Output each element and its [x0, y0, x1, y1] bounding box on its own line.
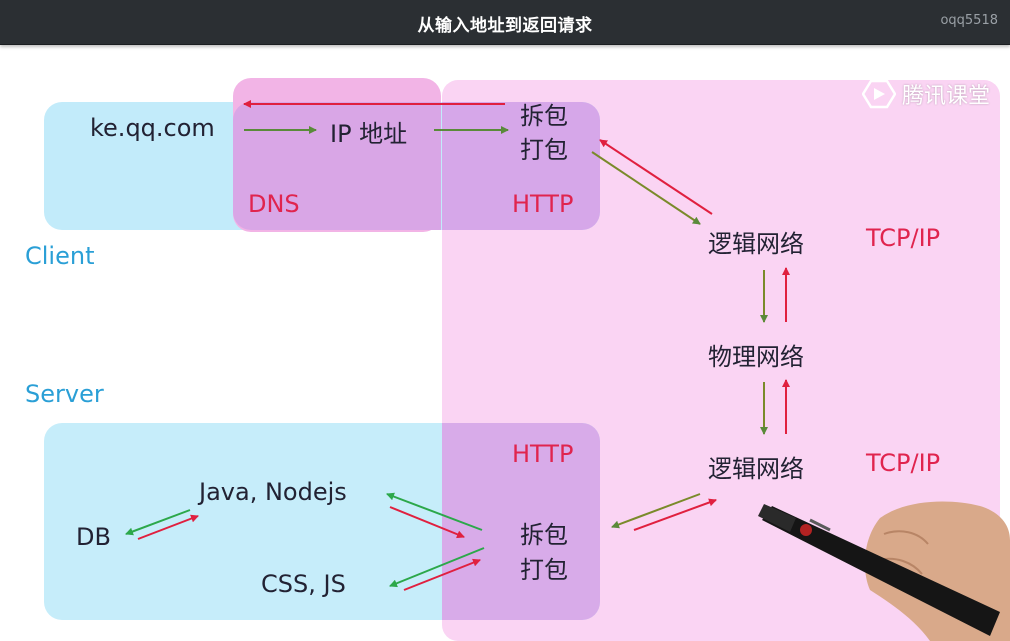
static-assets-node: CSS, JS: [261, 570, 346, 598]
logical-network-top: 逻辑网络: [708, 230, 804, 258]
tcpip-top-label: TCP/IP: [866, 224, 941, 252]
server-section-label: Server: [25, 380, 104, 408]
url-node: ke.qq.com: [90, 114, 215, 142]
arrow-server-to-logical: [633, 498, 717, 531]
physical-network: 物理网络: [708, 343, 804, 371]
title-bar: 从输入地址到返回请求 oqq5518: [0, 0, 1010, 45]
logical-network-bottom: 逻辑网络: [708, 455, 804, 483]
arrow-http-to-static: [389, 547, 485, 588]
client-section-label: Client: [25, 242, 95, 270]
client-pack-node: 打包: [520, 136, 568, 164]
arrow-backend-to-http: [389, 506, 465, 539]
arrow-http-to-logical: [591, 151, 701, 225]
arrow-logical-to-http: [599, 139, 713, 215]
arrow-http-to-backend: [386, 492, 483, 531]
server-http-label: HTTP: [512, 440, 574, 468]
arrow-db-to-backend: [137, 514, 199, 540]
client-unpack-node: 拆包: [520, 102, 568, 130]
watermark-logo: 腾讯课堂: [862, 78, 990, 110]
arrow-logical-to-server: [611, 493, 701, 529]
db-node: DB: [76, 523, 111, 551]
client-http-label: HTTP: [512, 190, 574, 218]
client-http-overlap: [442, 102, 600, 230]
play-badge-icon: [862, 79, 896, 109]
server-unpack-node: 拆包: [520, 521, 568, 549]
arrow-static-to-http: [403, 558, 481, 591]
page-title: 从输入地址到返回请求: [417, 16, 593, 36]
server-pack-node: 打包: [520, 556, 568, 584]
dns-client-overlap: [233, 102, 441, 230]
ip-address-node: IP 地址: [330, 120, 408, 148]
server-http-overlap: [442, 423, 600, 620]
tcpip-bottom-label: TCP/IP: [866, 449, 941, 477]
backend-node: Java, Nodejs: [199, 478, 347, 506]
watermark-text: 腾讯课堂: [902, 84, 991, 109]
user-id: oqq5518: [940, 13, 998, 28]
dns-label: DNS: [248, 190, 300, 218]
arrow-backend-to-db: [125, 509, 191, 536]
